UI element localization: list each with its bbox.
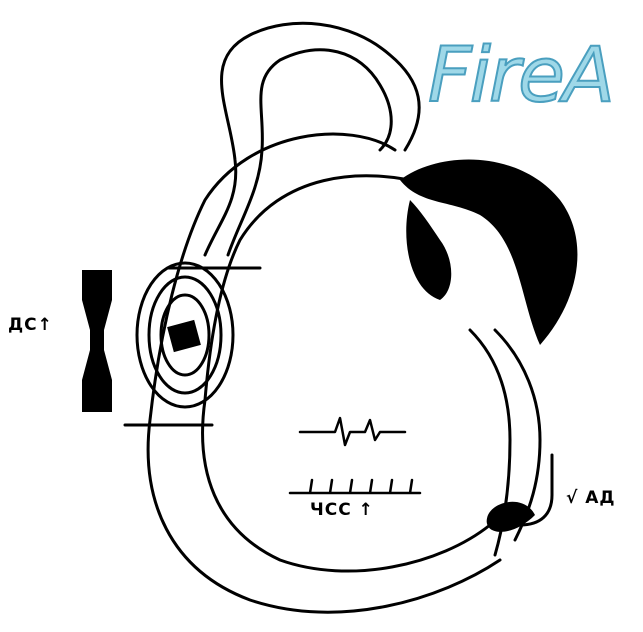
outer-vessel	[148, 134, 500, 612]
ds-bar	[82, 270, 112, 412]
hr-ticks	[290, 480, 420, 493]
ds-arrow: ↑	[38, 315, 53, 335]
hr-label: ЧСС ↑	[310, 500, 374, 520]
ecg-trace	[300, 418, 405, 445]
ds-text: ДС	[8, 315, 38, 335]
hr-arrow: ↑	[359, 500, 374, 520]
chamber-core	[167, 320, 201, 352]
ds-label: ДС↑	[8, 315, 53, 335]
black-crescent-inner	[406, 200, 451, 300]
bp-label: √ АД	[566, 488, 616, 508]
bp-text: √ АД	[566, 488, 616, 508]
hr-text: ЧСС	[310, 500, 352, 520]
